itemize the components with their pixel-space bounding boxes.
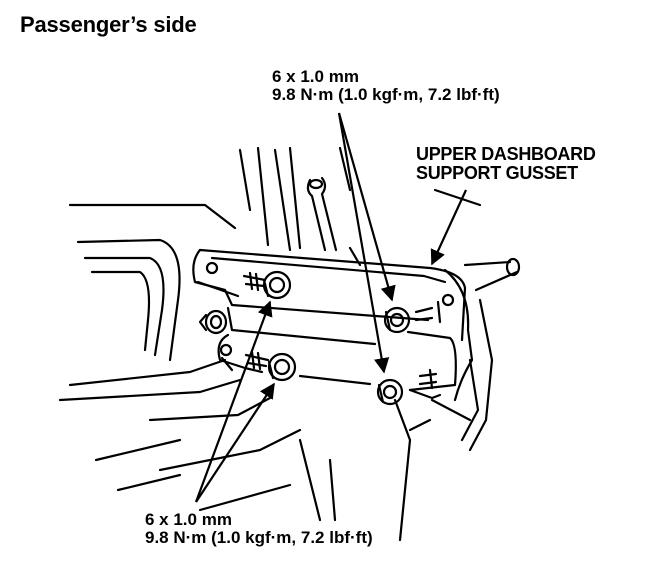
body-pillars — [238, 146, 362, 267]
body-panel-left — [58, 203, 302, 512]
bolt-lower-left — [267, 352, 297, 382]
bolt-upper-left — [262, 270, 292, 300]
bolt-lower-right — [376, 378, 404, 406]
arrow-bottom-to-upper-left-bolt — [194, 300, 273, 503]
bolt-spec-bottom-torque: 9.8 N·m (1.0 kgf·m, 7.2 lbf·ft) — [145, 527, 373, 547]
page-title: Passenger’s side — [20, 12, 197, 37]
part-callout-line2: SUPPORT GUSSET — [416, 162, 578, 183]
arrow-bottom-to-lower-left-bolt — [195, 382, 275, 503]
bolt-spec-top-torque: 9.8 N·m (1.0 kgf·m, 7.2 lbf·ft) — [272, 84, 500, 104]
bolt-spec-bottom: 6 x 1.0 mm 9.8 N·m (1.0 kgf·m, 7.2 lbf·f… — [145, 511, 373, 547]
stud-fasteners — [242, 271, 442, 390]
arrow-top-to-upper-right-bolt — [337, 112, 396, 302]
part-callout-line1: UPPER DASHBOARD — [416, 144, 596, 164]
body-panel-right — [298, 188, 521, 542]
part-callout: UPPER DASHBOARD SUPPORT GUSSET — [416, 145, 596, 183]
upper-dashboard-support-gusset — [192, 248, 467, 400]
left-nut — [198, 309, 228, 335]
leader-arrows — [194, 112, 467, 503]
bolt-spec-top-size: 6 x 1.0 mm — [272, 67, 359, 86]
arrow-to-gusset — [430, 189, 467, 266]
bolt-spec-bottom-size: 6 x 1.0 mm — [145, 510, 232, 529]
bolt-spec-top: 6 x 1.0 mm 9.8 N·m (1.0 kgf·m, 7.2 lbf·f… — [272, 68, 500, 104]
bolt-upper-right — [383, 306, 411, 334]
arrow-top-to-lower-right-bolt — [337, 112, 390, 374]
upper-rod — [306, 176, 338, 252]
